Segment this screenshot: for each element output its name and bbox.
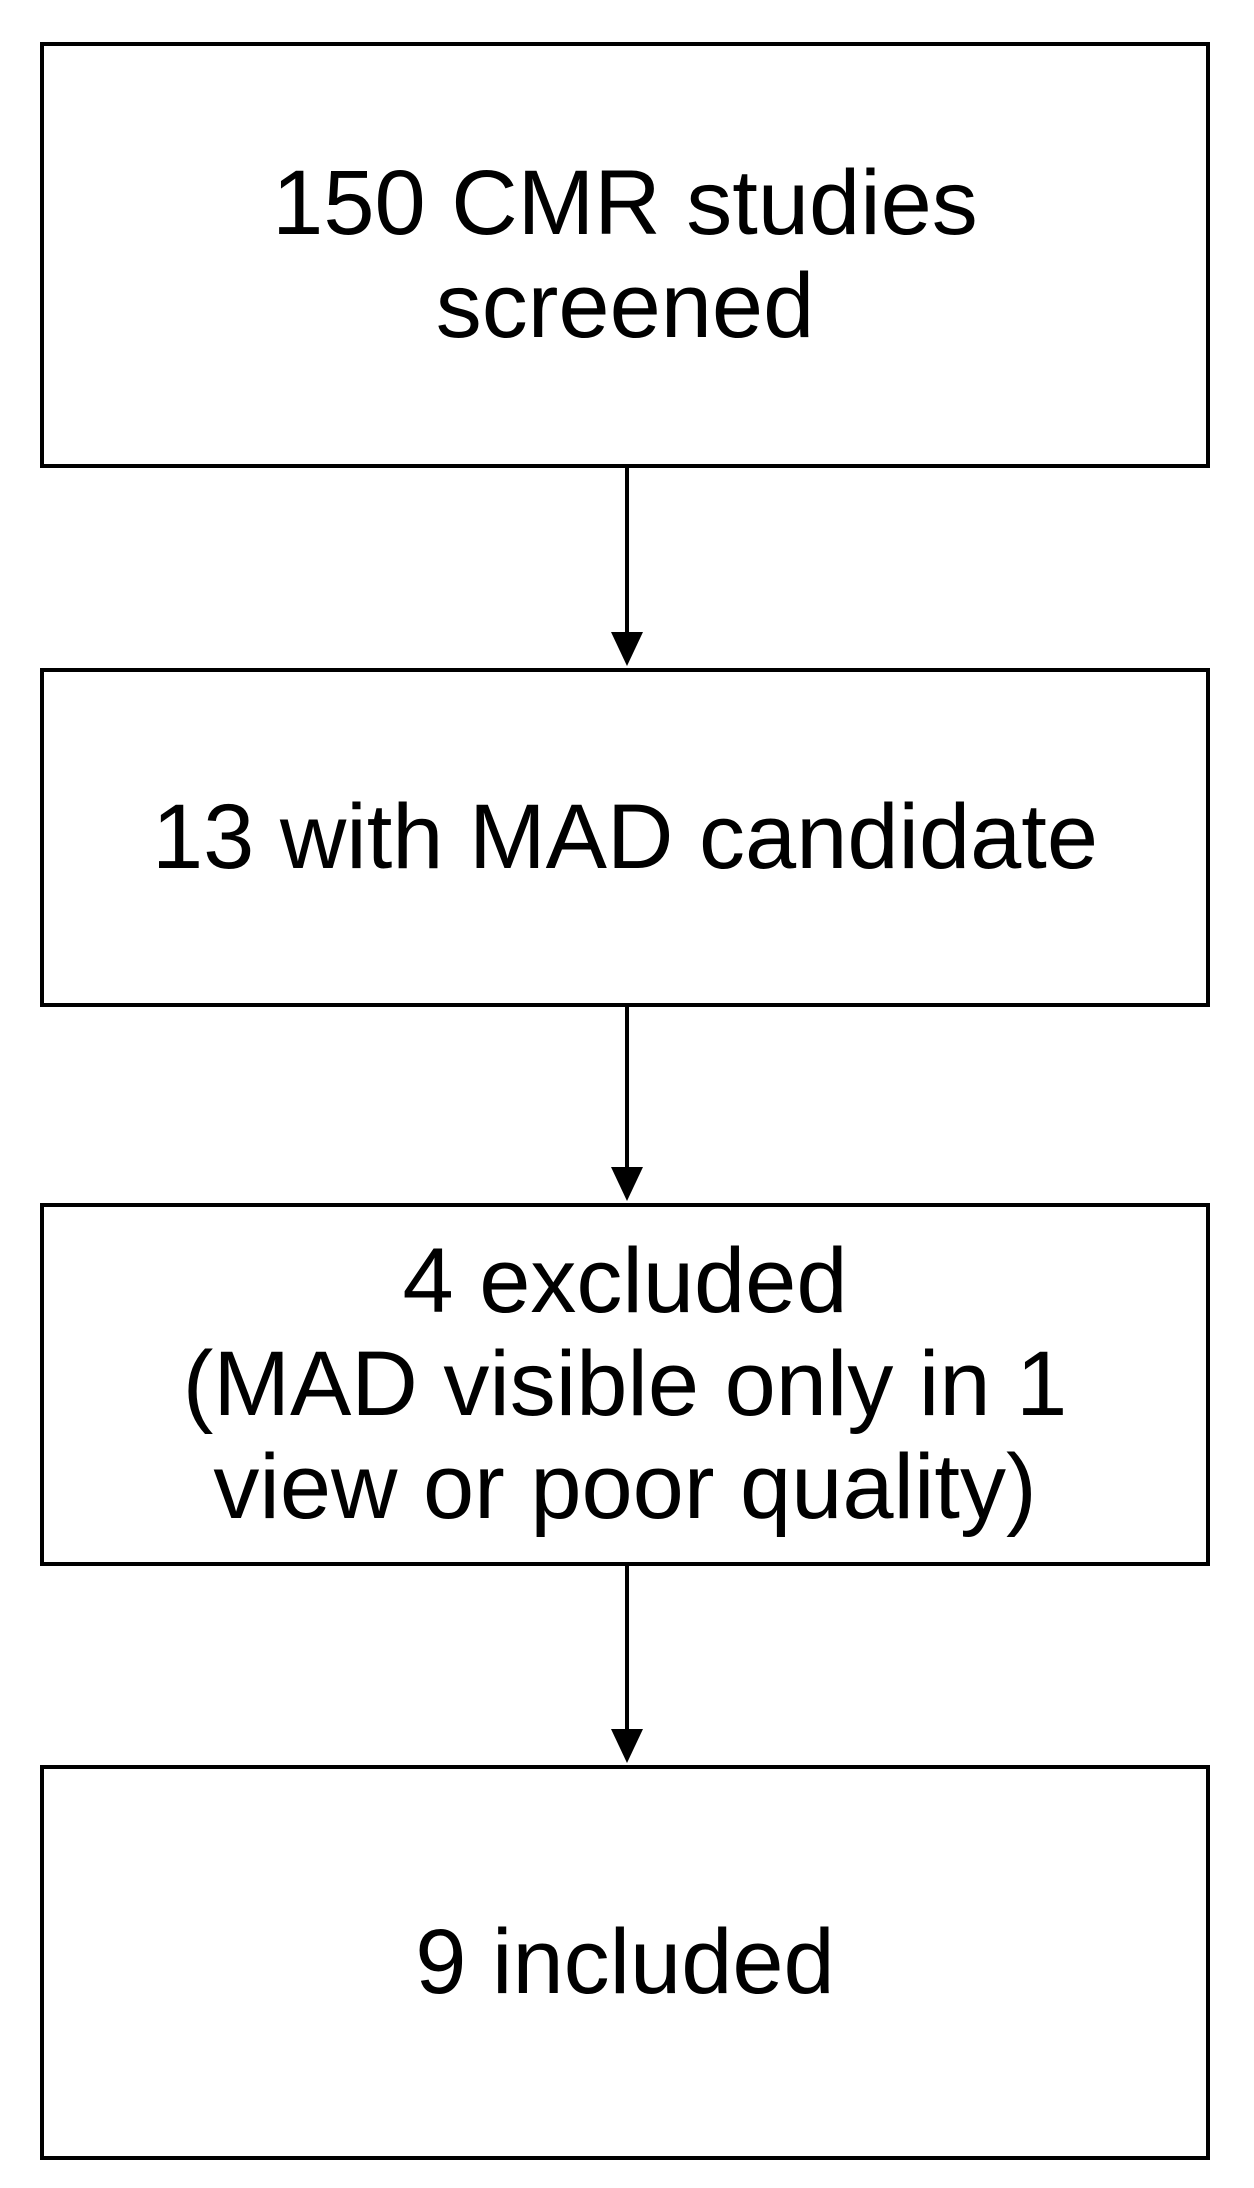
arrow-head: [611, 632, 643, 666]
step-box-included: 9 included: [40, 1765, 1210, 2160]
arrow-2: [611, 1007, 643, 1201]
step-text: (MAD visible only in 1: [182, 1332, 1068, 1435]
step-text: 13 with MAD candidate: [151, 785, 1099, 888]
step-box-excluded: 4 excluded (MAD visible only in 1 view o…: [40, 1203, 1210, 1566]
step-text: screened: [435, 255, 815, 357]
arrow-3: [611, 1566, 643, 1763]
step-box-candidate: 13 with MAD candidate: [40, 668, 1210, 1007]
step-text: 9 included: [415, 1910, 835, 2013]
arrow-head: [611, 1167, 643, 1201]
step-text: 150 CMR studies: [272, 151, 978, 254]
step-text: view or poor quality): [213, 1436, 1037, 1539]
arrow-1: [611, 468, 643, 666]
step-text: 4 excluded: [402, 1229, 848, 1332]
step-box-screened: 150 CMR studies screened: [40, 42, 1210, 468]
arrow-head: [611, 1729, 643, 1763]
